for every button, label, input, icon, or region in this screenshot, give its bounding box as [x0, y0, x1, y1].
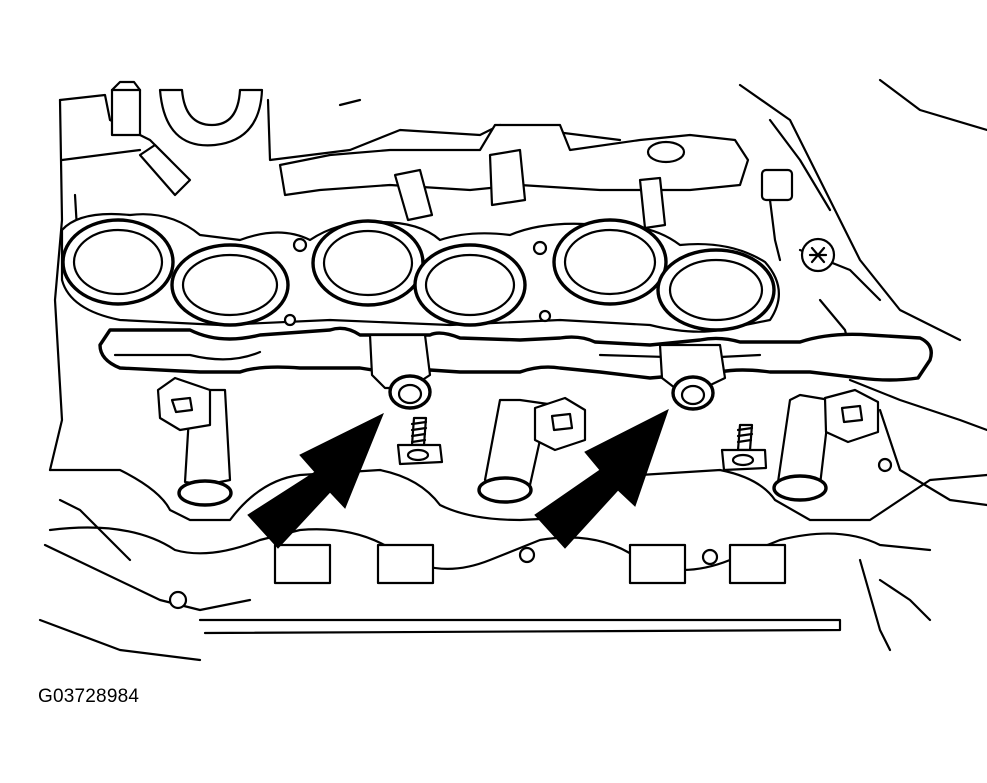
torx-bolt-icon — [800, 237, 836, 273]
rail-bolt-2 — [671, 375, 715, 411]
stud-2-icon — [720, 423, 768, 472]
engine-head-outline — [48, 78, 987, 507]
stud-1-icon — [396, 416, 444, 466]
cylinder-head-lower — [38, 457, 987, 662]
arrow-icon-left — [247, 412, 384, 549]
figure-code: G03728984 — [38, 686, 140, 707]
wrench-fitting — [110, 80, 264, 197]
rail-bolt-1 — [388, 374, 432, 410]
fuel-rail — [98, 326, 933, 392]
injector-1 — [156, 376, 233, 507]
upper-rail — [278, 123, 794, 262]
manifold-gasket — [60, 212, 780, 333]
injector-3 — [772, 388, 880, 502]
injector-2 — [477, 396, 587, 504]
arrow-icon-right — [534, 408, 669, 549]
